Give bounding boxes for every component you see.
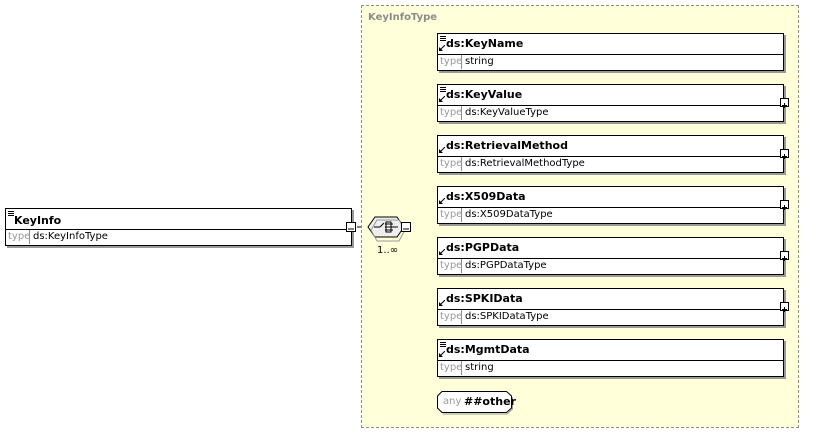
- any-namespace: ##other: [464, 395, 516, 408]
- expand-button[interactable]: [780, 200, 789, 210]
- type-value: ds:KeyInfoType: [33, 231, 108, 242]
- plus-icon: [782, 205, 787, 210]
- element-box-spkidata[interactable]: ds:SPKIData type ds:SPKIDataType: [437, 288, 789, 326]
- type-value: ds:X509DataType: [465, 209, 553, 220]
- element-name: ds:SPKIData: [446, 292, 523, 305]
- type-row: type string: [438, 360, 783, 376]
- any-label: any: [443, 396, 462, 407]
- documentation-icon: [440, 342, 446, 347]
- reference-arrow-icon: [439, 249, 445, 255]
- element-box-mgmtdata[interactable]: ds:MgmtData type string: [437, 339, 784, 377]
- type-row: type ds:PGPDataType: [438, 258, 783, 274]
- type-label: type: [440, 157, 463, 171]
- element-box-keyname[interactable]: ds:KeyName type string: [437, 33, 784, 71]
- type-label: type: [440, 106, 463, 120]
- type-row: type ds:KeyInfoType: [6, 229, 351, 245]
- type-label: type: [8, 230, 31, 244]
- type-label: type: [440, 361, 463, 375]
- type-value: string: [465, 56, 494, 67]
- type-row: type ds:SPKIDataType: [438, 309, 783, 325]
- plus-icon: [782, 103, 787, 108]
- type-row: type string: [438, 54, 783, 70]
- element-box-retrievalmethod[interactable]: ds:RetrievalMethod type ds:RetrievalMeth…: [437, 135, 789, 173]
- element-name: ds:RetrievalMethod: [446, 139, 568, 152]
- plus-icon: [782, 307, 787, 312]
- documentation-icon: [440, 36, 446, 41]
- element-box-pgpdata[interactable]: ds:PGPData type ds:PGPDataType: [437, 237, 789, 275]
- type-label: type: [440, 310, 463, 324]
- documentation-icon: [8, 211, 14, 216]
- sequence-compositor[interactable]: [366, 214, 406, 244]
- element-name: ds:KeyValue: [446, 88, 523, 101]
- occurrence-label: 1..∞: [377, 245, 399, 256]
- type-row: type ds:RetrievalMethodType: [438, 156, 783, 172]
- expand-button[interactable]: [780, 302, 789, 312]
- reference-arrow-icon: [439, 300, 445, 306]
- root-element-box[interactable]: KeyInfo type ds:KeyInfoType: [5, 208, 352, 246]
- expand-button[interactable]: [780, 251, 789, 261]
- type-value: ds:PGPDataType: [465, 260, 547, 271]
- element-box-x509data[interactable]: ds:X509Data type ds:X509DataType: [437, 186, 789, 224]
- minus-icon: [403, 228, 409, 230]
- element-box-keyvalue[interactable]: ds:KeyValue type ds:KeyValueType: [437, 84, 789, 122]
- type-row: type ds:KeyValueType: [438, 105, 783, 121]
- complex-type-title: KeyInfoType: [368, 12, 438, 23]
- type-label: type: [440, 259, 463, 273]
- reference-arrow-icon: [439, 198, 445, 204]
- expand-button[interactable]: [780, 98, 789, 108]
- type-row: type ds:X509DataType: [438, 207, 783, 223]
- reference-arrow-icon: [439, 96, 445, 102]
- element-name: ds:KeyName: [446, 37, 524, 50]
- type-value: string: [465, 362, 494, 373]
- type-value: ds:KeyValueType: [465, 107, 549, 118]
- documentation-icon: [440, 87, 446, 92]
- reference-arrow-icon: [439, 351, 445, 357]
- plus-icon: [782, 154, 787, 159]
- element-name: ds:X509Data: [446, 190, 526, 203]
- collapse-sequence-button[interactable]: [401, 222, 411, 232]
- element-name: ds:MgmtData: [446, 343, 530, 356]
- reference-arrow-icon: [439, 45, 445, 51]
- type-label: type: [440, 208, 463, 222]
- type-value: ds:SPKIDataType: [465, 311, 549, 322]
- minus-icon: [348, 228, 354, 230]
- type-label: type: [440, 55, 463, 69]
- any-wildcard-box[interactable]: any ##other: [437, 391, 516, 415]
- plus-icon: [782, 256, 787, 261]
- reference-arrow-icon: [439, 147, 445, 153]
- type-value: ds:RetrievalMethodType: [465, 158, 585, 169]
- any-wildcard-shape: [437, 391, 513, 415]
- root-element-name: KeyInfo: [14, 214, 62, 227]
- collapse-root-button[interactable]: [346, 222, 356, 232]
- element-name: ds:PGPData: [446, 241, 520, 254]
- expand-button[interactable]: [780, 149, 789, 159]
